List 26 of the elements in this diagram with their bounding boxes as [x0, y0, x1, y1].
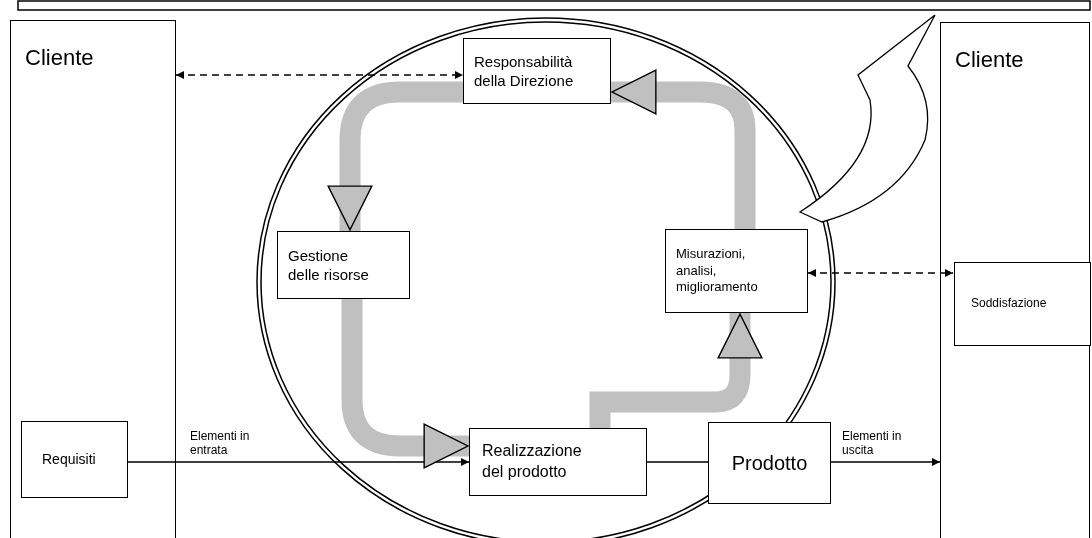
- client-panel: [10, 20, 176, 538]
- client-panel: [940, 22, 1090, 538]
- panel-title: Cliente: [25, 45, 94, 71]
- box-label: Requisiti: [42, 450, 96, 469]
- box-label: Soddisfazione: [971, 296, 1047, 312]
- panel-title: Cliente: [955, 47, 1024, 73]
- box-label: Misurazioni, analisi, miglioramento: [676, 245, 759, 297]
- block-arrow: [589, 313, 763, 428]
- block-arrow: [611, 69, 756, 229]
- block-arrow: [341, 299, 469, 469]
- box-label: Gestione delle risorse: [288, 245, 370, 285]
- arrow: [175, 71, 464, 79]
- process-box: [469, 428, 647, 496]
- arrow: [807, 269, 954, 277]
- box-label: Prodotto: [731, 451, 808, 476]
- process-box: [708, 422, 831, 504]
- arrow: [126, 458, 470, 466]
- process-box: [463, 38, 611, 104]
- arrow: [830, 458, 941, 466]
- process-box: [21, 421, 128, 498]
- block-arrow: [327, 81, 463, 231]
- process-box: [665, 229, 808, 313]
- box-label: Realizzazione del prodotto: [482, 441, 583, 482]
- process-box: [954, 262, 1091, 346]
- process-box: [277, 231, 410, 299]
- box-label: Responsabilità della Direzione: [474, 51, 575, 91]
